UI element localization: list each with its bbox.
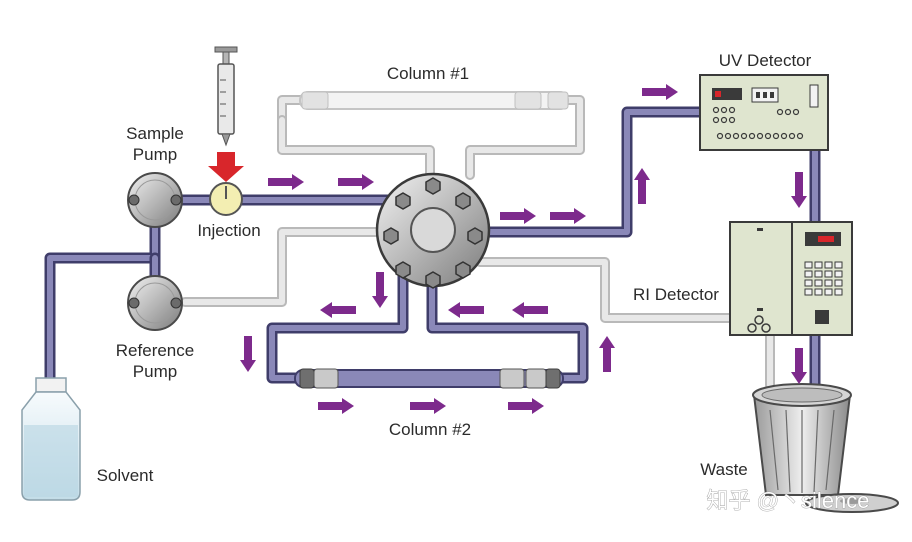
flow-arrow-right [550,208,586,224]
injection-arrow [208,152,244,182]
flow-arrow-right [642,84,678,100]
flow-arrow-down [791,348,807,384]
flow-arrow-right [318,398,354,414]
inactive-tubing [180,95,775,390]
flow-arrow-up [599,336,615,372]
watermark: 知乎 @丶silence [707,488,870,513]
ri-detector-label: RI Detector [633,285,719,304]
injection-port [209,182,243,216]
reference-pump-label-line2: Pump [133,362,177,381]
labels: Sample Pump Injection Column #1 UV Detec… [97,51,870,513]
flow-arrow-right [268,174,304,190]
flow-arrow-down [372,272,388,308]
flow-arrow-down [791,172,807,208]
flow-arrow-right [338,174,374,190]
syringe [214,46,238,147]
flow-arrow-left [448,302,484,318]
column1-label: Column #1 [387,64,469,83]
sample-pump [127,172,183,228]
flow-arrows [240,84,807,414]
flow-arrow-up [634,168,650,204]
reference-pump-label-line1: Reference [116,341,194,360]
uv-detector-label: UV Detector [719,51,812,70]
reference-pump [127,275,183,331]
flow-arrow-down [240,336,256,372]
sample-pump-label-line2: Pump [133,145,177,164]
active-tubing [44,106,821,446]
flow-arrow-right [500,208,536,224]
flow-arrow-right [410,398,446,414]
column-2 [294,368,564,389]
injection-label: Injection [197,221,260,240]
waste-can [752,383,899,513]
waste-label: Waste [700,460,748,479]
solvent-label: Solvent [97,466,154,485]
sample-pump-label-line1: Sample [126,124,184,143]
solvent-bottle [21,377,81,501]
flow-arrow-left [320,302,356,318]
column2-label: Column #2 [389,420,471,439]
uv-detector [699,74,829,151]
ri-detector [729,221,853,336]
flow-arrow-right [508,398,544,414]
column-1 [299,91,569,110]
flow-arrow-left [512,302,548,318]
switching-valve [375,172,491,289]
